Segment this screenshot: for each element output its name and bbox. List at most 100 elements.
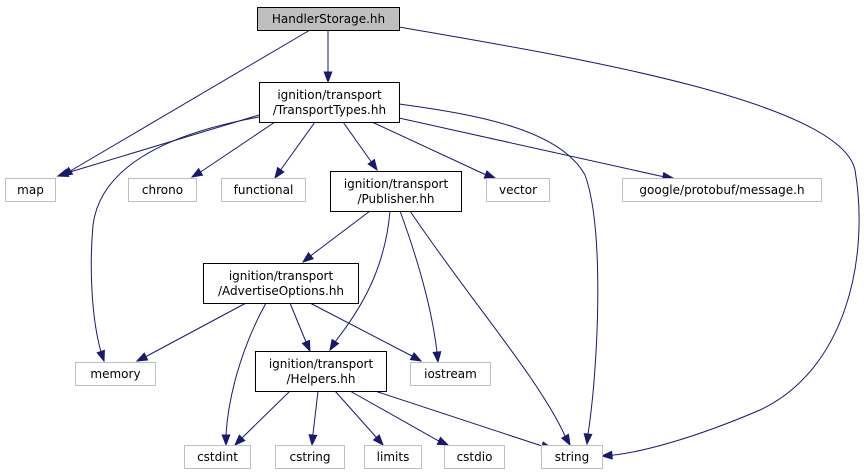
node-label: ignition/transport (344, 177, 449, 191)
node-label: iostream (424, 367, 477, 381)
edge-transporttypes-to-publisher (342, 121, 378, 172)
arrow-head-icon (135, 352, 149, 362)
node-box (410, 362, 491, 386)
edge-transporttypes-to-memory (90, 116, 260, 363)
edge-line (398, 103, 599, 440)
arrow-head-icon (432, 351, 442, 364)
node-label: google/protobuf/message.h (639, 183, 804, 197)
node-label: functional (234, 183, 294, 197)
edge-line (334, 390, 380, 442)
node-box (128, 178, 197, 202)
node-box (330, 171, 462, 212)
edge-publisher-to-helpers (329, 210, 391, 352)
edge-line (332, 210, 391, 347)
node-box (184, 445, 251, 469)
node-box (5, 178, 56, 202)
arrow-head-icon (301, 251, 315, 263)
edge-transporttypes-to-functional (274, 121, 316, 180)
node-label: /AdvertiseOptions.hh (218, 284, 344, 298)
node-label: memory (90, 367, 140, 381)
edge-helpers-to-cstdio (349, 390, 450, 446)
node-box (255, 351, 387, 392)
node-label: cstdint (197, 450, 238, 464)
arrow-head-icon (600, 450, 613, 460)
node-helpers[interactable]: ignition/transport/Helpers.hh (255, 351, 387, 392)
node-box (221, 178, 306, 202)
edge-line (90, 116, 260, 357)
node-publisher[interactable]: ignition/transport/Publisher.hh (330, 171, 462, 212)
edge-helpers-to-cstdint (234, 390, 291, 446)
edge-line (309, 302, 416, 359)
edge-advertiseoptions-to-memory (135, 302, 247, 362)
arrow-head-icon (372, 434, 384, 447)
node-box (364, 445, 422, 469)
node-handlerstorage: HandlerStorage.hh (257, 7, 400, 31)
edge-publisher-to-advertiseoptions (301, 210, 371, 263)
edge-transporttypes-to-string (398, 103, 599, 446)
node-label: cstring (289, 450, 330, 464)
graph-edges (56, 26, 860, 460)
edge-handlerstorage-to-string (398, 26, 860, 460)
arrow-head-icon (301, 339, 311, 353)
edge-helpers-to-limits (334, 390, 384, 447)
edge-line (289, 302, 309, 347)
node-label: /Publisher.hh (357, 192, 434, 206)
arrow-head-icon (56, 168, 70, 177)
edge-line (342, 121, 374, 166)
node-label: /Helpers.hh (287, 372, 356, 386)
node-label: /TransportTypes.hh (273, 103, 386, 117)
edge-publisher-to-iostream (399, 210, 442, 364)
arrow-head-icon (234, 434, 246, 446)
edge-line (312, 390, 319, 440)
edge-advertiseoptions-to-helpers (289, 302, 311, 353)
node-label: cstdio (457, 450, 493, 464)
arrow-head-icon (367, 158, 378, 172)
edge-transporttypes-to-map (56, 114, 260, 177)
arrow-head-icon (96, 349, 105, 363)
edge-advertiseoptions-to-cstdint (221, 302, 267, 447)
arrow-head-icon (560, 433, 571, 447)
node-advertiseoptions[interactable]: ignition/transport/AdvertiseOptions.hh (203, 263, 359, 304)
node-transporttypes[interactable]: ignition/transport/TransportTypes.hh (259, 82, 400, 123)
edge-publisher-to-string (409, 210, 571, 447)
node-map: map (5, 178, 56, 202)
arrow-head-icon (221, 434, 231, 447)
node-label: map (17, 183, 44, 197)
node-protobuf: google/protobuf/message.h (622, 178, 822, 202)
edge-line (371, 121, 490, 177)
edge-line (238, 390, 291, 442)
edge-line (278, 121, 316, 174)
node-cstdint: cstdint (184, 445, 251, 469)
edge-line (349, 390, 443, 443)
edge-transporttypes-to-vector (371, 121, 497, 179)
node-limits: limits (364, 445, 422, 469)
edge-advertiseoptions-to-iostream (309, 302, 423, 362)
node-iostream: iostream (410, 362, 491, 386)
node-memory: memory (75, 362, 156, 386)
arrow-head-icon (483, 170, 497, 179)
node-box (203, 263, 359, 304)
edge-line (225, 302, 267, 440)
edge-helpers-to-cstring (308, 390, 319, 447)
node-box (622, 178, 822, 202)
node-box (444, 445, 505, 469)
node-box (486, 178, 550, 202)
arrow-head-icon (190, 167, 204, 178)
node-box (75, 362, 156, 386)
node-label: ignition/transport (229, 269, 334, 283)
node-label: ignition/transport (277, 88, 382, 102)
edge-handlerstorage-to-transporttypes (323, 30, 333, 84)
node-label: ignition/transport (269, 357, 374, 371)
edge-line (409, 210, 568, 441)
node-cstdio: cstdio (444, 445, 505, 469)
arrow-head-icon (323, 71, 333, 84)
node-label: vector (499, 183, 537, 197)
graph-nodes: HandlerStorage.hh ignition/transport/Tran… (5, 7, 822, 469)
arrow-head-icon (274, 166, 285, 180)
node-box (259, 82, 400, 123)
arrow-head-icon (409, 351, 423, 362)
edge-line (398, 26, 860, 456)
node-label: limits (377, 450, 410, 464)
node-label: chrono (142, 183, 183, 197)
node-box (257, 7, 400, 31)
